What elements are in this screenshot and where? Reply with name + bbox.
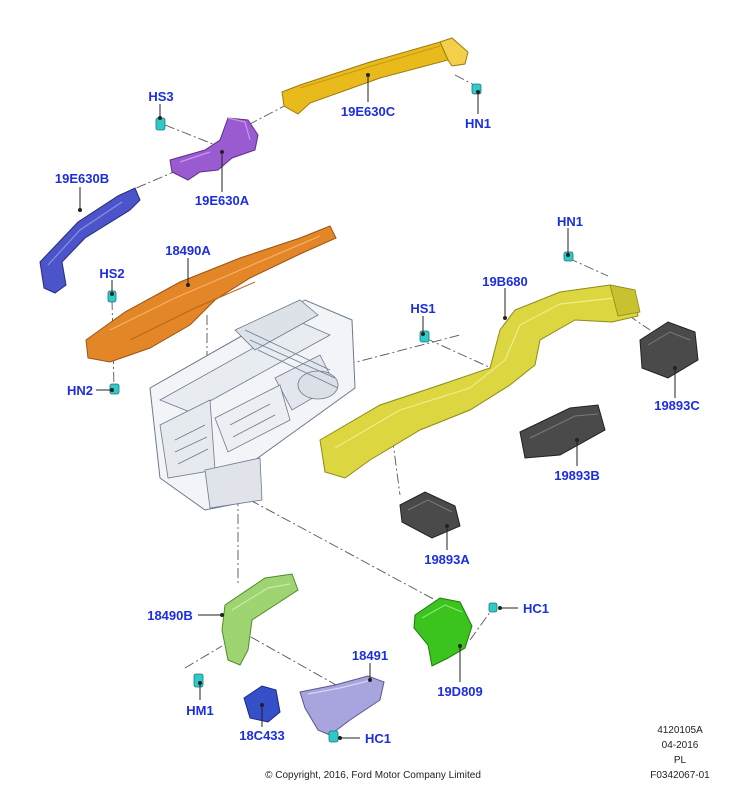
- duct-19e630c: [281, 37, 469, 115]
- label-hm1: HM1: [186, 703, 213, 718]
- footer-copyright: © Copyright, 2016, Ford Motor Company Li…: [265, 770, 481, 781]
- footer: 4120105A 04-2016 PL F0342067-01 © Copyri…: [265, 725, 710, 781]
- duct-18490b: [221, 573, 299, 666]
- label-19b680: 19B680: [482, 274, 528, 289]
- fastener-hm1-icon: [193, 673, 204, 688]
- duct-19d809: [413, 597, 473, 667]
- label-18c433: 18C433: [239, 728, 285, 743]
- label-19893a: 19893A: [424, 552, 470, 567]
- label-18491: 18491: [352, 648, 388, 663]
- label-19e630b: 19E630B: [55, 171, 109, 186]
- label-hn2: HN2: [67, 383, 93, 398]
- duct-18490a: [85, 225, 337, 363]
- duct-19e630a: [169, 117, 259, 181]
- label-18490b: 18490B: [147, 608, 193, 623]
- label-19d809: 19D809: [437, 684, 483, 699]
- footer-figure: F0342067-01: [650, 770, 710, 781]
- leader-lines: [78, 73, 677, 740]
- footer-code: 4120105A: [657, 725, 703, 736]
- label-19893c: 19893C: [654, 398, 700, 413]
- part-labels: HS3 19E630C HN1 19E630B 19E630A 18490A H…: [55, 89, 700, 746]
- label-hn1-top: HN1: [465, 116, 491, 131]
- vent-19893b: [519, 404, 606, 459]
- label-hs2: HS2: [99, 266, 124, 281]
- label-19e630a: 19E630A: [195, 193, 250, 208]
- footer-date: 04-2016: [662, 740, 699, 751]
- label-hc1-bottom: HC1: [365, 731, 391, 746]
- label-19893b: 19893B: [554, 468, 600, 483]
- fastener-hs1-icon: [419, 330, 430, 343]
- fastener-hc1-right-icon: [488, 602, 498, 613]
- label-19e630c: 19E630C: [341, 104, 396, 119]
- label-18490a: 18490A: [165, 243, 211, 258]
- label-hs1: HS1: [410, 301, 435, 316]
- label-hn1-right: HN1: [557, 214, 583, 229]
- duct-19b680: [319, 284, 641, 479]
- vent-19893c: [639, 321, 699, 379]
- label-hc1-right: HC1: [523, 601, 549, 616]
- assembly-lines: [111, 74, 651, 691]
- label-hs3: HS3: [148, 89, 173, 104]
- duct-18491: [299, 675, 385, 736]
- duct-19e630b: [39, 187, 141, 294]
- fastener-hc1-bottom-icon: [328, 730, 339, 743]
- hvac-unit: [149, 299, 356, 511]
- footer-region: PL: [674, 755, 687, 766]
- vent-19893a: [399, 491, 461, 539]
